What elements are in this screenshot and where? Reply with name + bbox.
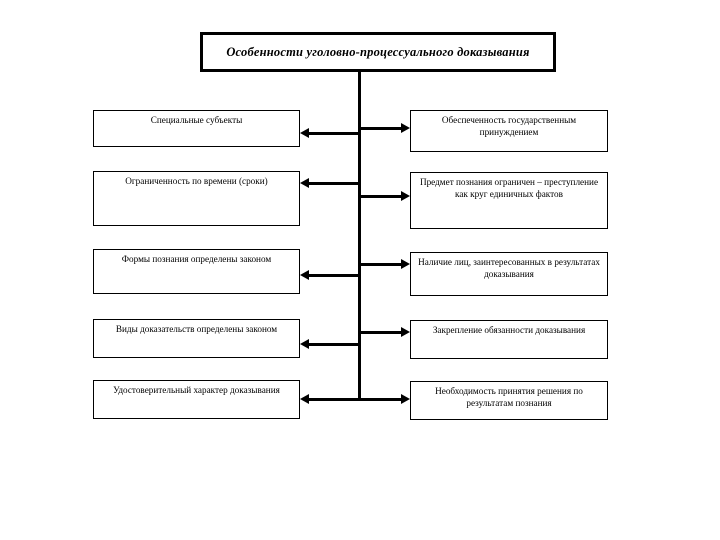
right-node-box-5: Необходимость принятия решения по резуль… — [410, 381, 608, 420]
left-node-label-3: Формы познания определены законом — [121, 254, 272, 264]
right-arrowhead-icon-1 — [401, 123, 410, 133]
right-arrowhead-icon-4 — [401, 327, 410, 337]
left-node-box-2: Ограниченность по времени (сроки) — [93, 171, 300, 226]
central-trunk-line — [358, 72, 361, 399]
left-connector-line-4 — [306, 343, 361, 346]
right-node-label-3: Наличие лиц, заинтересованных в результа… — [418, 257, 600, 279]
left-arrowhead-icon-2 — [300, 178, 309, 188]
left-node-box-5: Удостоверительный характер доказывания — [93, 380, 300, 419]
right-connector-line-2 — [358, 195, 404, 198]
left-arrowhead-icon-4 — [300, 339, 309, 349]
left-connector-line-5 — [306, 398, 361, 401]
right-node-box-4: Закрепление обязанности доказывания — [410, 320, 608, 359]
right-node-box-2: Предмет познания ограничен – преступлени… — [410, 172, 608, 229]
left-arrowhead-icon-3 — [300, 270, 309, 280]
right-arrowhead-icon-5 — [401, 394, 410, 404]
right-arrowhead-icon-2 — [401, 191, 410, 201]
right-connector-line-5 — [358, 398, 404, 401]
left-node-label-1: Специальные субъекты — [150, 115, 243, 125]
diagram-title-box: Особенности уголовно-процессуального док… — [200, 32, 556, 72]
left-node-box-3: Формы познания определены законом — [93, 249, 300, 294]
right-connector-line-3 — [358, 263, 404, 266]
left-connector-line-2 — [306, 182, 361, 185]
left-node-label-2: Ограниченность по времени (сроки) — [125, 176, 268, 186]
right-node-label-5: Необходимость принятия решения по резуль… — [435, 386, 583, 408]
right-connector-line-1 — [358, 127, 404, 130]
left-connector-line-3 — [306, 274, 361, 277]
left-arrowhead-icon-1 — [300, 128, 309, 138]
right-node-box-1: Обеспеченность государственным принужден… — [410, 110, 608, 152]
right-node-label-1: Обеспеченность государственным принужден… — [441, 115, 577, 137]
diagram-title-text: Особенности уголовно-процессуального док… — [226, 45, 530, 59]
right-node-label-4: Закрепление обязанности доказывания — [432, 325, 586, 335]
left-node-label-4: Виды доказательств определены законом — [115, 324, 278, 334]
right-arrowhead-icon-3 — [401, 259, 410, 269]
left-node-box-4: Виды доказательств определены законом — [93, 319, 300, 358]
left-node-box-1: Специальные субъекты — [93, 110, 300, 147]
left-node-label-5: Удостоверительный характер доказывания — [113, 385, 280, 395]
left-connector-line-1 — [306, 132, 361, 135]
right-node-label-2: Предмет познания ограничен – преступлени… — [419, 177, 599, 199]
right-connector-line-4 — [358, 331, 404, 334]
left-arrowhead-icon-5 — [300, 394, 309, 404]
right-node-box-3: Наличие лиц, заинтересованных в результа… — [410, 252, 608, 296]
